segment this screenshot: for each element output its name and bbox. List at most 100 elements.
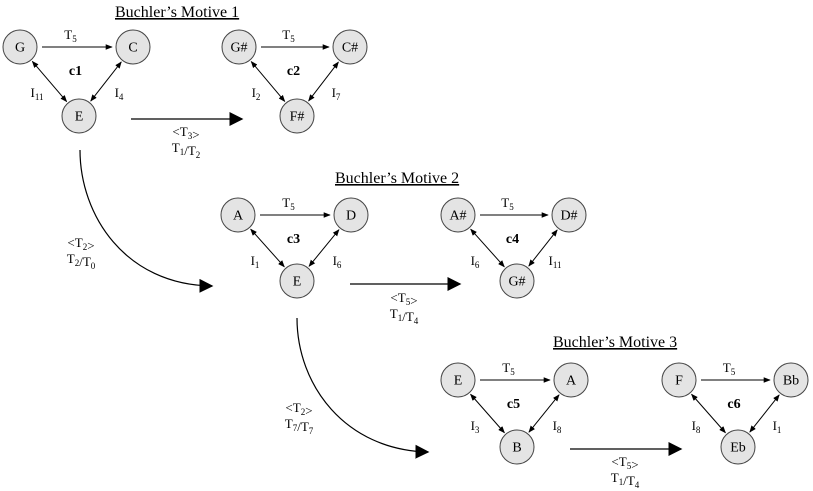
node-circle xyxy=(115,29,151,65)
right-edge-label: I11 xyxy=(548,253,561,270)
left-edge-label: I1 xyxy=(251,253,260,270)
node-left: E xyxy=(440,362,476,398)
node-bottom: G# xyxy=(499,263,535,299)
right-edge-label: I7 xyxy=(332,85,341,102)
cell-label: c4 xyxy=(506,232,519,247)
transformation-c3-to-c5: <T2>T7/T7 xyxy=(285,317,430,459)
right-edge-arrow xyxy=(308,229,340,267)
top-edge-label: T5 xyxy=(282,27,295,44)
right-edge-arrow xyxy=(308,61,339,102)
node-circle xyxy=(279,263,315,299)
node-circle xyxy=(279,98,315,134)
cell-label: c6 xyxy=(727,397,740,412)
top-edge-label: T5 xyxy=(502,360,515,377)
cell-label: c2 xyxy=(287,64,300,79)
node-label: F# xyxy=(290,110,305,125)
right-edge-arrow xyxy=(528,394,560,433)
node-label: A xyxy=(233,209,244,224)
left-edge-label: I6 xyxy=(471,253,480,270)
transformation-label-ratio: T1/T2 xyxy=(172,140,201,160)
left-edge-arrow xyxy=(31,60,68,103)
transformation-c1-to-c3: <T2>T2/T0 xyxy=(67,149,214,293)
node-right: C xyxy=(115,29,151,65)
node-left: G xyxy=(2,29,38,65)
right-edge-label: I1 xyxy=(773,418,782,435)
top-edge-label: T5 xyxy=(282,195,295,212)
node-circle xyxy=(773,362,809,398)
top-edge-label: T5 xyxy=(501,195,514,212)
node-circle xyxy=(220,197,256,233)
right-edge-label: I6 xyxy=(333,253,342,270)
cell-label: c5 xyxy=(507,397,520,412)
node-circle xyxy=(2,29,38,65)
node-left: A xyxy=(220,197,256,233)
node-right: C# xyxy=(332,29,368,65)
node-label: Eb xyxy=(730,441,746,456)
top-edge-label: T5 xyxy=(723,360,736,377)
left-edge-label: I3 xyxy=(471,418,480,435)
node-label: E xyxy=(454,374,463,389)
node-label: Bb xyxy=(783,374,799,389)
transformation-label-bracketed: <T2> xyxy=(285,400,312,418)
node-label: C xyxy=(128,41,137,56)
right-edge-label: I4 xyxy=(115,85,124,102)
left-edge-arrow xyxy=(470,228,505,268)
transformation-c5-to-c6: <T5>T1/T4 xyxy=(570,442,683,490)
node-circle xyxy=(720,429,756,465)
node-label: A xyxy=(566,374,577,389)
title-motive-1: Buchler’s Motive 1 xyxy=(115,4,239,21)
node-label: E xyxy=(75,110,84,125)
node-bottom: F# xyxy=(279,98,315,134)
right-edge-arrow xyxy=(90,61,122,102)
node-circle xyxy=(333,197,369,233)
node-left: G# xyxy=(221,29,257,65)
node-right: Bb xyxy=(773,362,809,398)
cell-label: c3 xyxy=(287,232,300,247)
node-bottom: E xyxy=(61,98,97,134)
transformation-label-ratio: T1/T4 xyxy=(611,470,640,490)
left-edge-label: I2 xyxy=(252,85,261,102)
node-label: B xyxy=(512,441,521,456)
node-label: G# xyxy=(230,41,247,56)
node-bottom: B xyxy=(499,429,535,465)
node-circle xyxy=(553,362,589,398)
left-edge-arrow xyxy=(470,393,505,434)
node-circle xyxy=(440,197,476,233)
node-label: A# xyxy=(449,209,466,224)
node-circle xyxy=(499,429,535,465)
node-label: C# xyxy=(342,41,358,56)
node-circle xyxy=(61,98,97,134)
transformation-c1-to-c2: <T3>T1/T2 xyxy=(131,112,244,160)
node-right: D xyxy=(333,197,369,233)
transformation-curved-arrow xyxy=(296,317,430,459)
node-bottom: E xyxy=(279,263,315,299)
node-circle xyxy=(551,197,587,233)
node-left: F xyxy=(661,362,697,398)
transformation-label-bracketed: <T3> xyxy=(172,124,199,142)
left-edge-label: I11 xyxy=(30,85,43,102)
right-edge-arrow xyxy=(528,229,558,267)
left-edge-arrow xyxy=(250,228,285,268)
node-bottom: Eb xyxy=(720,429,756,465)
left-edge-label: I8 xyxy=(692,418,701,435)
node-circle xyxy=(499,263,535,299)
node-left: A# xyxy=(440,197,476,233)
right-edge-label: I8 xyxy=(553,418,562,435)
transformation-label-ratio: T1/T4 xyxy=(390,306,419,326)
node-label: G xyxy=(15,41,25,56)
transformation-label-ratio: T7/T7 xyxy=(285,416,314,436)
transformation-label-bracketed: <T5> xyxy=(390,290,417,308)
node-circle xyxy=(440,362,476,398)
title-motive-2: Buchler’s Motive 2 xyxy=(335,170,459,187)
node-label: G# xyxy=(508,275,525,290)
node-circle xyxy=(661,362,697,398)
transformation-label-bracketed: <T2> xyxy=(67,235,94,253)
transformation-curved-arrow xyxy=(79,149,214,293)
node-right: A xyxy=(553,362,589,398)
transformation-label-bracketed: <T5> xyxy=(611,454,638,472)
